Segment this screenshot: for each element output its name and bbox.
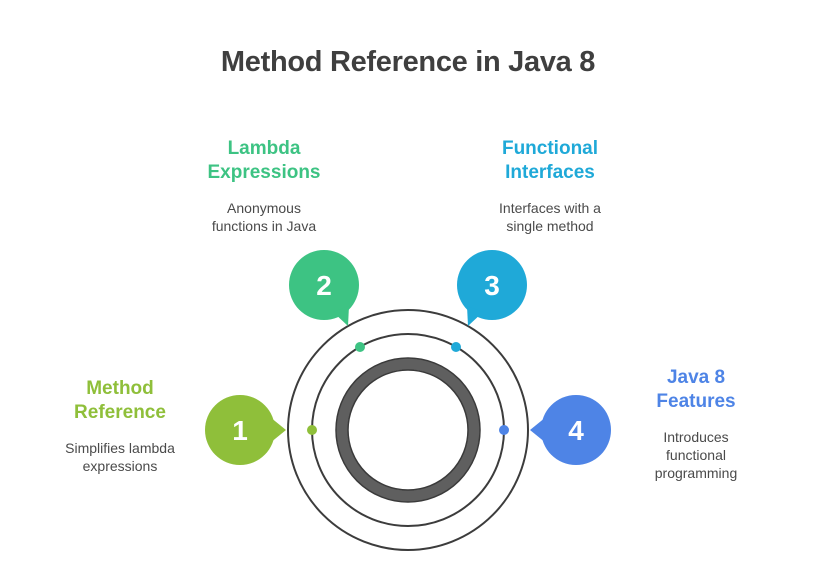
item-2-desc-line2: functions in Java — [211, 218, 317, 234]
item-4-description: Introduces functional programming — [616, 428, 776, 482]
item-2-heading: Lambda Expressions — [184, 137, 344, 185]
item-3-description: Interfaces with a single method — [470, 199, 630, 235]
badge-4: 4 — [530, 395, 611, 465]
badge-3-number: 3 — [484, 270, 500, 301]
badge-4-number: 4 — [568, 415, 584, 446]
item-3-desc-line1: Interfaces with a — [499, 200, 601, 216]
item-functional-interfaces: Functional Interfaces Interfaces with a … — [470, 137, 630, 235]
item-2-description: Anonymous functions in Java — [184, 199, 344, 235]
item-1-heading: Method Reference — [40, 377, 200, 425]
core-ring-outline-inner — [347, 369, 469, 491]
item-1-heading-line2: Reference — [74, 402, 166, 423]
item-1-description: Simplifies lambda expressions — [40, 439, 200, 475]
badge-1-number: 1 — [232, 415, 248, 446]
dot-1 — [307, 425, 317, 435]
dot-3 — [451, 342, 461, 352]
item-4-desc-line2: functional — [666, 447, 726, 463]
badge-2: 2 — [289, 250, 359, 326]
dot-2 — [355, 342, 365, 352]
outer-ring — [287, 309, 529, 551]
badge-3: 3 — [457, 250, 527, 326]
item-3-heading-line2: Interfaces — [505, 162, 595, 183]
item-3-heading-line1: Functional — [501, 138, 599, 159]
item-3-desc-line2: single method — [506, 218, 594, 234]
item-method-reference: Method Reference Simplifies lambda expre… — [40, 377, 200, 475]
page-title: Method Reference in Java 8 — [220, 46, 596, 78]
item-4-heading-line2: Features — [656, 391, 736, 412]
item-java-8-features: Java 8 Features Introduces functional pr… — [616, 366, 776, 482]
item-1-desc-line2: expressions — [82, 458, 158, 474]
item-2-heading-line1: Lambda — [227, 138, 301, 159]
item-4-heading: Java 8 Features — [616, 366, 776, 414]
item-lambda-expressions: Lambda Expressions Anonymous functions i… — [184, 137, 344, 235]
badge-1: 1 — [205, 395, 286, 465]
item-1-heading-line1: Method — [86, 378, 154, 399]
item-2-desc-line1: Anonymous — [227, 200, 301, 216]
badge-2-number: 2 — [316, 270, 332, 301]
item-4-desc-line3: programming — [654, 465, 738, 481]
item-3-heading: Functional Interfaces — [470, 137, 630, 185]
item-1-desc-line1: Simplifies lambda — [65, 440, 175, 456]
item-2-heading-line2: Expressions — [207, 162, 321, 183]
dot-4 — [499, 425, 509, 435]
item-4-desc-line1: Introduces — [663, 429, 729, 445]
item-4-heading-line1: Java 8 — [666, 367, 726, 388]
core-ring — [336, 358, 480, 502]
core-ring-outline-outer — [335, 357, 481, 503]
